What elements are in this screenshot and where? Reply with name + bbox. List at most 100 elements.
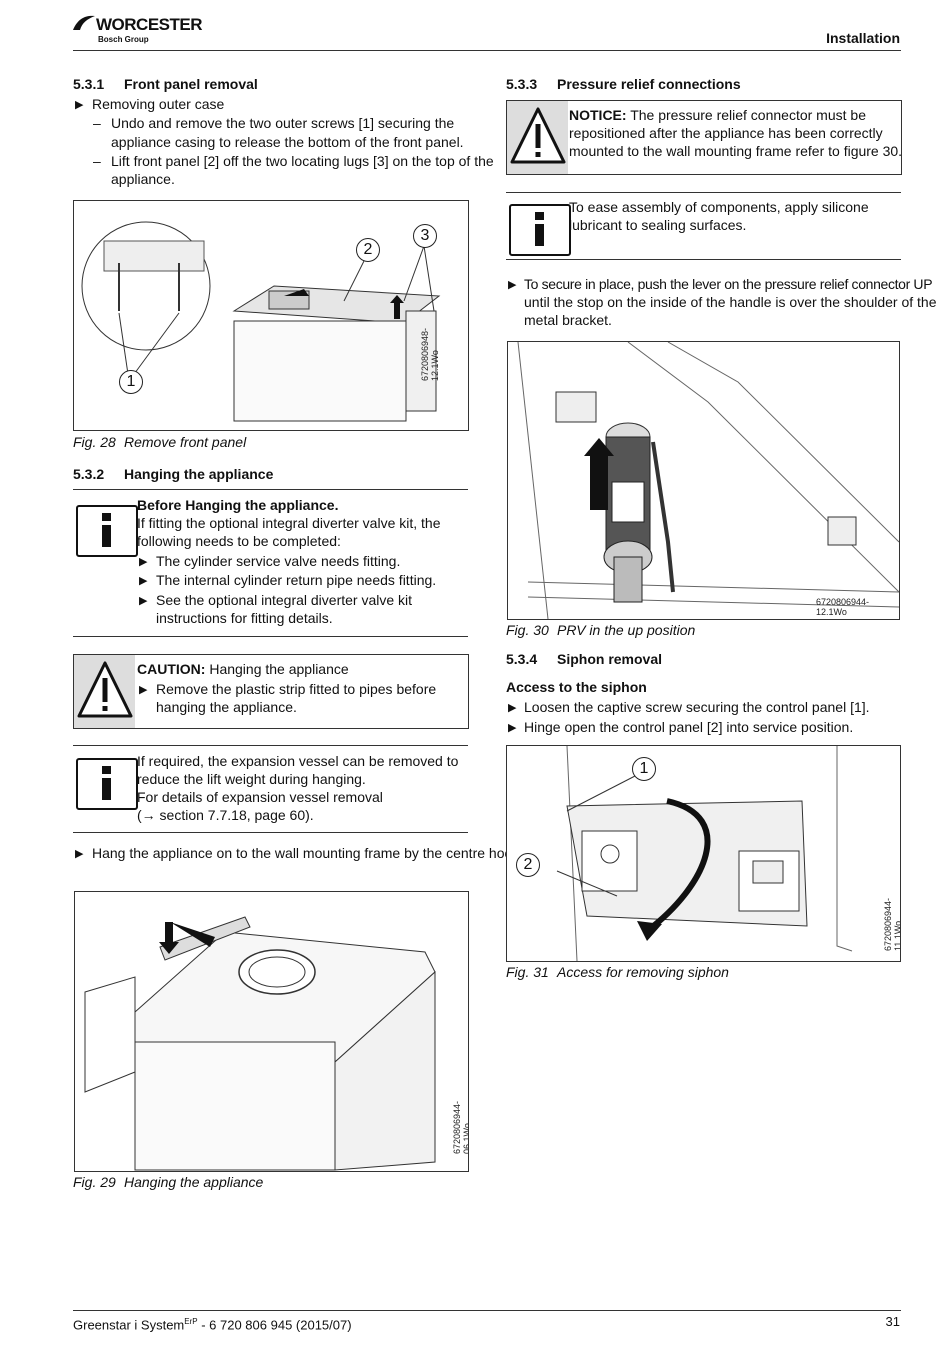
triangle-bullet-icon: ▶ xyxy=(508,279,517,291)
triangle-bullet-icon: ▶ xyxy=(139,575,148,587)
caution-text: hanging the appliance. xyxy=(156,699,297,715)
section-title-text: Siphon removal xyxy=(557,651,663,667)
figure-29: 6720806944-06.1Wo xyxy=(74,891,469,1172)
info-text: If required, the expansion vessel can be… xyxy=(137,753,459,769)
info-text: (→ section 7.7.18, page 60). xyxy=(137,807,314,823)
page-number: 31 xyxy=(885,1314,900,1329)
callout-2: 2 xyxy=(356,238,380,262)
bullet-text: Hang the appliance on to the wall mounti… xyxy=(92,845,520,861)
section-number: 5.3.1 xyxy=(73,76,105,92)
triangle-bullet-icon: ▶ xyxy=(139,684,148,696)
info-text: For details of expansion vessel removal xyxy=(137,789,383,805)
info-title: Before Hanging the appliance. xyxy=(137,497,339,513)
triangle-bullet-icon: ▶ xyxy=(508,702,517,714)
caution-heading: CAUTION: Hanging the appliance xyxy=(137,660,349,679)
section-5-3-2-heading: 5.3.2 Hanging the appliance xyxy=(73,466,273,482)
section-title-text: Front panel removal xyxy=(124,76,258,92)
warning-triangle-icon xyxy=(77,661,133,718)
bullet-text: Removing outer case xyxy=(92,96,225,112)
section-number: 5.3.2 xyxy=(73,466,105,482)
worcester-logo-icon xyxy=(73,15,95,30)
figure-number: Fig. 31 xyxy=(506,964,549,980)
header-rule xyxy=(73,50,901,51)
info-box-silicone xyxy=(506,192,901,260)
info-bullet: instructions for fitting details. xyxy=(156,610,333,626)
figure-30: 6720806944-12.1Wo xyxy=(507,341,900,620)
product-superscript: ErP xyxy=(184,1317,198,1326)
figure-id: 6720806948-12.1Wo xyxy=(420,327,440,381)
callout-3: 3 xyxy=(413,224,437,248)
figure-caption-text: PRV in the up position xyxy=(557,622,696,638)
figure-number: Fig. 29 xyxy=(73,1174,116,1190)
triangle-bullet-icon: ▶ xyxy=(75,99,84,111)
figure-number: Fig. 28 xyxy=(73,434,116,450)
triangle-bullet-icon: ▶ xyxy=(139,595,148,607)
triangle-bullet-icon: ▶ xyxy=(139,556,148,568)
figure-number: Fig. 30 xyxy=(506,622,549,638)
notice-label: NOTICE: xyxy=(569,107,627,123)
section-number: 5.3.4 xyxy=(506,651,538,667)
notice-text: repositioned after the appliance has bee… xyxy=(569,125,883,141)
caution-text: Remove the plastic strip fitted to pipes… xyxy=(156,681,437,697)
info-bullet: The cylinder service valve needs fitting… xyxy=(156,553,401,569)
callout-1: 1 xyxy=(632,757,656,781)
bullet-text: metal bracket. xyxy=(524,312,612,328)
footer-rule xyxy=(73,1310,901,1311)
figure-id: 6720806944-12.1Wo xyxy=(816,597,870,617)
figure-30-caption: Fig. 30 PRV in the up position xyxy=(506,622,695,638)
figure-id: 6720806944-06.1Wo xyxy=(452,1100,469,1154)
step-text: appliance. xyxy=(111,171,175,187)
brand-name: WORCESTER xyxy=(96,15,203,34)
info-text: If fitting the optional integral diverte… xyxy=(137,515,441,531)
triangle-bullet-icon: ▶ xyxy=(508,722,517,734)
bullet-text: Hinge open the control panel [2] into se… xyxy=(524,719,854,735)
hanging-appliance-illustration xyxy=(84,916,436,1171)
info-bullet: See the optional integral diverter valve… xyxy=(156,592,413,608)
bullet-text: To secure in place, push the lever on th… xyxy=(524,276,933,292)
subheading: Access to the siphon xyxy=(506,679,647,695)
brand-group: Bosch Group xyxy=(98,35,149,44)
info-icon xyxy=(76,758,138,810)
notice-line: NOTICE: The pressure relief connector mu… xyxy=(569,106,866,125)
section-title-text: Pressure relief connections xyxy=(557,76,741,92)
product-name: Greenstar i System xyxy=(73,1317,185,1333)
section-title-text: Hanging the appliance xyxy=(124,466,274,482)
info-text: To ease assembly of components, apply si… xyxy=(569,199,869,215)
info-text: lubricant to sealing surfaces. xyxy=(569,217,747,233)
figure-caption-text: Remove front panel xyxy=(124,434,247,450)
info-text: reduce the lift weight during hanging. xyxy=(137,771,366,787)
step-text: Undo and remove the two outer screws [1]… xyxy=(111,115,455,131)
section-5-3-1-heading: 5.3.1 Front panel removal xyxy=(73,76,258,92)
section-title: Installation xyxy=(826,30,900,46)
section-5-3-4-heading: 5.3.4 Siphon removal xyxy=(506,651,662,667)
triangle-bullet-icon: ▶ xyxy=(75,848,84,860)
footer-product: Greenstar i SystemErP - 6 720 806 945 (2… xyxy=(73,1313,352,1335)
caution-label: CAUTION: xyxy=(137,661,206,677)
dash-icon: – xyxy=(93,153,101,169)
notice-text: The pressure relief connector must be xyxy=(630,107,866,123)
caution-title: Hanging the appliance xyxy=(209,661,349,677)
callout-2: 2 xyxy=(516,853,540,877)
notice-box xyxy=(506,100,902,175)
info-icon xyxy=(76,505,138,557)
step-text: appliance casing to release the bottom o… xyxy=(111,134,464,150)
section-number: 5.3.3 xyxy=(506,76,538,92)
info-text: following needs to be completed: xyxy=(137,533,341,549)
info-box-before-hanging xyxy=(73,489,468,637)
info-box-expansion-vessel xyxy=(73,745,468,833)
caution-box xyxy=(73,654,469,729)
section-5-3-3-heading: 5.3.3 Pressure relief connections xyxy=(506,76,741,92)
step-text: Lift front panel [2] off the two locatin… xyxy=(111,153,494,169)
figure-31: 1 2 6720806944-11.1Wo xyxy=(506,745,901,962)
bullet-text: until the stop on the inside of the hand… xyxy=(524,294,937,310)
warning-triangle-icon xyxy=(510,107,566,164)
callout-1: 1 xyxy=(119,370,143,394)
figure-28-caption: Fig. 28 Remove front panel xyxy=(73,434,246,450)
figure-id: 6720806944-11.1Wo xyxy=(883,897,901,951)
siphon-access-illustration xyxy=(556,746,853,961)
dash-icon: – xyxy=(93,115,101,131)
figure-28: 1 2 3 6720806948-12.1Wo xyxy=(73,200,469,431)
info-icon xyxy=(509,204,571,256)
